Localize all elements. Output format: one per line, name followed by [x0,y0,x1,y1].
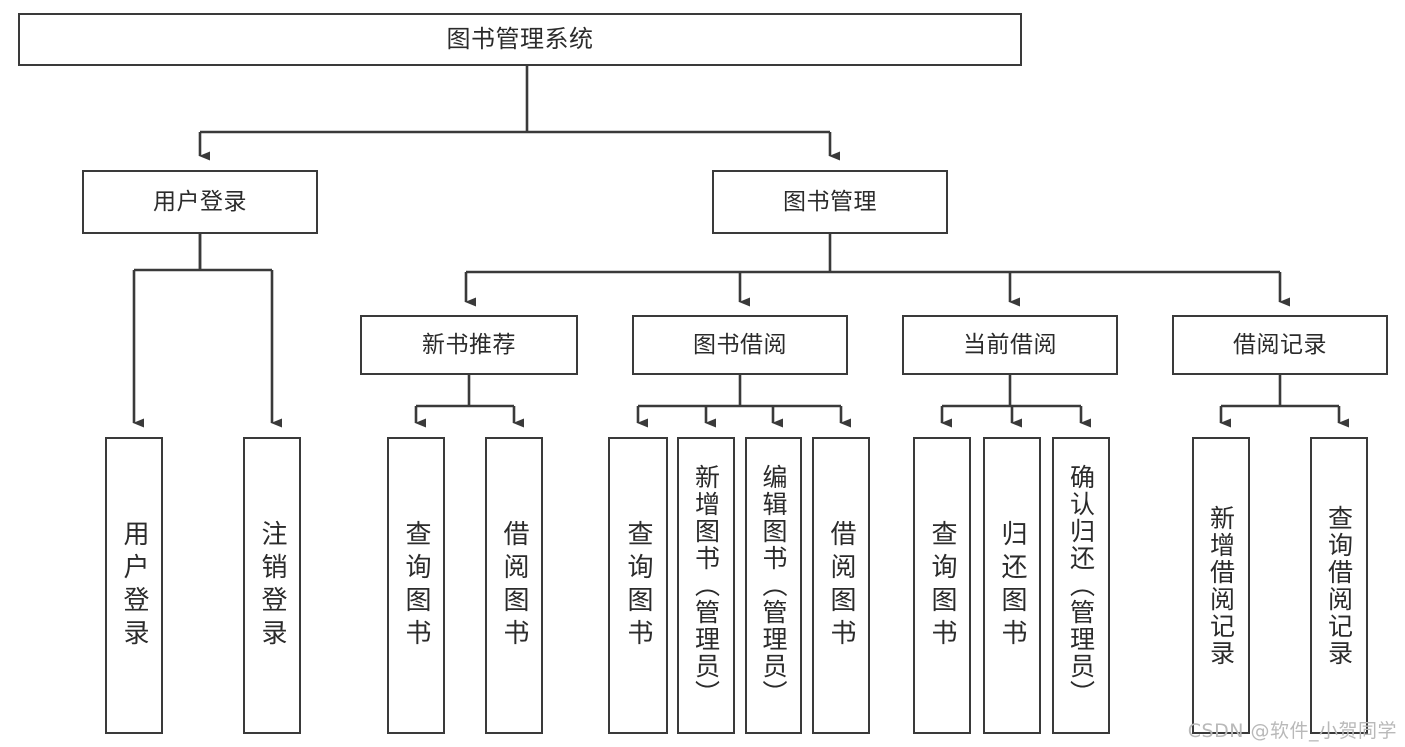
node-leaf-user-login-label: 用户登录 [119,519,149,652]
node-leaf-borrow-book-1[interactable]: 借阅图书 [485,437,543,734]
node-leaf-logout-label: 注销登录 [257,519,287,652]
node-leaf-borrow-book-1-label: 借阅图书 [499,519,529,652]
node-leaf-query-book-1[interactable]: 查询图书 [387,437,445,734]
node-leaf-query-book-3[interactable]: 查询图书 [913,437,971,734]
node-leaf-return-book[interactable]: 归还图书 [983,437,1041,734]
node-root[interactable]: 图书管理系统 [18,13,1022,66]
node-leaf-borrow-book-2[interactable]: 借阅图书 [812,437,870,734]
node-leaf-add-record[interactable]: 新增借阅记录 [1192,437,1250,734]
node-leaf-confirm-return[interactable]: 确认归还（管理员） [1052,437,1110,734]
node-user-login-label: 用户登录 [153,188,247,215]
watermark-text: CSDN @软件_小贺同学 [1187,720,1397,742]
node-leaf-user-login[interactable]: 用户登录 [105,437,163,734]
node-book-borrow-label: 图书借阅 [693,331,787,358]
node-root-label: 图书管理系统 [446,24,594,53]
edges-root [198,66,840,161]
node-book-borrow[interactable]: 图书借阅 [632,315,848,375]
node-leaf-confirm-return-label: 确认归还（管理员） [1066,464,1096,707]
node-leaf-query-record[interactable]: 查询借阅记录 [1310,437,1368,734]
node-borrow-record-label: 借阅记录 [1233,331,1327,358]
node-leaf-query-book-2-label: 查询图书 [623,519,653,652]
node-leaf-query-book-1-label: 查询图书 [401,519,431,652]
node-leaf-borrow-book-2-label: 借阅图书 [826,519,856,652]
edges-borrow-record [1219,375,1349,428]
node-book-manage[interactable]: 图书管理 [712,170,948,234]
node-leaf-edit-book[interactable]: 编辑图书（管理员） [745,437,802,734]
node-current-borrow-label: 当前借阅 [963,331,1057,358]
edges-current-borrow [940,375,1091,428]
node-new-book-recommend[interactable]: 新书推荐 [360,315,578,375]
node-borrow-record[interactable]: 借阅记录 [1172,315,1388,375]
node-leaf-query-record-label: 查询借阅记录 [1324,504,1354,667]
node-leaf-logout[interactable]: 注销登录 [243,437,301,734]
node-current-borrow[interactable]: 当前借阅 [902,315,1118,375]
edges-new-book-recommend [414,375,524,428]
node-leaf-add-record-label: 新增借阅记录 [1206,504,1236,667]
node-leaf-edit-book-label: 编辑图书（管理员） [759,464,788,707]
edges-user-login [132,234,282,428]
node-leaf-add-book[interactable]: 新增图书（管理员） [677,437,735,734]
node-new-book-recommend-label: 新书推荐 [422,331,516,358]
node-leaf-query-book-3-label: 查询图书 [927,519,957,652]
node-leaf-add-book-label: 新增图书（管理员） [691,464,721,707]
node-leaf-return-book-label: 归还图书 [997,519,1027,652]
node-user-login[interactable]: 用户登录 [82,170,318,234]
node-leaf-query-book-2[interactable]: 查询图书 [608,437,668,734]
edges-book-borrow [636,375,851,428]
node-book-manage-label: 图书管理 [783,188,877,215]
edges-book-manage [464,234,1290,307]
